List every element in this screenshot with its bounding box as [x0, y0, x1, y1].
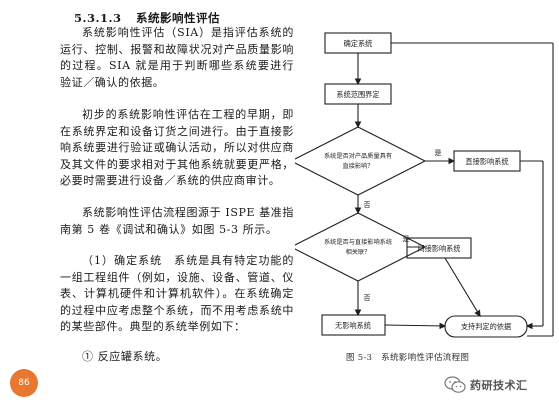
paragraph-define-system: （1）确定系统 系统是具有特定功能的一组工程组件（例如，设施、设备、管道、仪表、… [60, 254, 294, 333]
wechat-icon [444, 376, 466, 393]
section-number: 5.3.1.3 [74, 11, 122, 25]
label-decision1-line1: 系统是否对产品质量具有 [324, 152, 392, 160]
watermark-text: 药研技术汇 [470, 379, 528, 392]
label-no-2: 否 [364, 294, 371, 302]
label-yes-2: 是 [403, 235, 410, 243]
decision-direct-impact [295, 126, 427, 196]
paragraph-example-item: ① 反应罐系统。 [82, 350, 168, 363]
label-define-system: 确定系统 [344, 39, 373, 48]
page-number-badge: 86 [10, 369, 38, 397]
section-heading: 5.3.1.3 系统影响性评估 [74, 10, 314, 26]
label-decision2-line2: 相关联？ [346, 248, 371, 256]
label-indirect-impact: 间接影响系统 [417, 244, 460, 253]
page-number: 86 [18, 378, 30, 388]
label-decision1-line2: 直接影响？ [343, 162, 374, 170]
label-system-boundary: 系统范围界定 [336, 90, 379, 99]
figure-caption: 图 5-3 系统影响性评估流程图 [346, 353, 470, 363]
label-support-basis: 支持判定的依据 [461, 322, 511, 331]
label-yes-1: 是 [435, 149, 442, 157]
label-direct-impact: 直接影响系统 [465, 157, 508, 166]
watermark: 药研技术汇 [444, 374, 556, 396]
section-title: 系统影响性评估 [136, 11, 221, 25]
paragraph-flowchart-source: 系统影响性评估流程图源于 ISPE 基准指南第 5 卷《调试和确认》如图 5-3… [60, 206, 294, 236]
label-decision2-line1: 系统是否与直接影响系统 [324, 238, 392, 246]
system-impact-flowchart: 确定系统 系统范围界定 系统是否对产品质量具有 直接影响？ 直接影响系统 系统是… [295, 32, 554, 338]
paragraph-sia-definition: 系统影响性评估（SIA）是指评估系统的运行、控制、报警和故障状况对产品质量影响的… [60, 26, 294, 89]
label-no-1: 否 [364, 201, 371, 209]
label-no-impact: 无影响系统 [335, 321, 371, 330]
decision-linked-system [295, 212, 427, 282]
paragraph-initial-assessment: 初步的系统影响性评估在工程的早期，即在系统界定和设备订货之间进行。由于直接影响系… [60, 108, 294, 187]
